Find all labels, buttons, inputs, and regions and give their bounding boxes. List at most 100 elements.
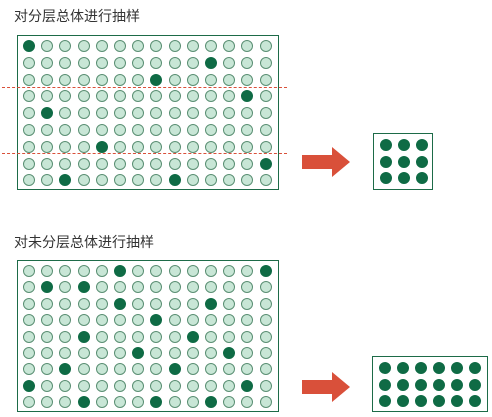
sampled-unit-dot bbox=[415, 362, 427, 374]
sampled-unit-dot bbox=[380, 155, 392, 168]
sampled-unit-dot bbox=[380, 172, 392, 184]
population-unit-dot bbox=[186, 281, 199, 294]
population-unit-dot bbox=[150, 107, 163, 120]
population-unit-dot bbox=[77, 174, 90, 187]
population-unit-dot bbox=[241, 140, 254, 153]
selected-unit-dot bbox=[132, 347, 145, 359]
population-unit-dot bbox=[132, 396, 145, 409]
population-unit-dot bbox=[150, 140, 163, 153]
sampled-unit-dot bbox=[451, 362, 463, 374]
population-unit-dot bbox=[95, 73, 108, 86]
population-unit-dot bbox=[168, 107, 181, 120]
population-unit-dot bbox=[95, 347, 108, 359]
population-unit-dot bbox=[205, 347, 217, 359]
population-unit-dot bbox=[259, 396, 272, 409]
selected-unit-dot bbox=[41, 281, 54, 294]
population-unit-dot bbox=[186, 347, 199, 359]
population-unit-dot bbox=[259, 40, 272, 52]
population-unit-dot bbox=[41, 363, 54, 376]
selected-unit-dot bbox=[23, 379, 35, 392]
population-unit-dot bbox=[132, 107, 145, 120]
population-unit-dot bbox=[205, 265, 217, 277]
population-unit-dot bbox=[241, 297, 254, 310]
population-unit-dot bbox=[259, 107, 272, 120]
population-unit-dot bbox=[132, 265, 145, 277]
selected-unit-dot bbox=[41, 107, 54, 120]
population-unit-dot bbox=[77, 265, 90, 277]
population-unit-dot bbox=[41, 140, 54, 153]
population-unit-dot bbox=[132, 140, 145, 153]
population-unit-dot bbox=[223, 297, 236, 310]
population-unit-dot bbox=[168, 347, 181, 359]
selected-unit-dot bbox=[186, 330, 199, 343]
population-unit-dot bbox=[95, 265, 108, 277]
population-unit-dot bbox=[23, 124, 35, 136]
selected-unit-dot bbox=[77, 330, 90, 343]
population-unit-dot bbox=[77, 107, 90, 120]
population-unit-dot bbox=[223, 124, 236, 136]
population-unit-dot bbox=[95, 107, 108, 120]
population-unit-dot bbox=[132, 174, 145, 187]
population-unit-dot bbox=[259, 363, 272, 376]
population-unit-dot bbox=[241, 56, 254, 69]
population-unit-dot bbox=[59, 297, 72, 310]
population-unit-dot bbox=[168, 314, 181, 327]
population-unit-dot bbox=[23, 281, 35, 294]
population-unit-dot bbox=[205, 330, 217, 343]
selected-unit-dot bbox=[114, 297, 126, 310]
population-unit-dot bbox=[241, 40, 254, 52]
population-unit-dot bbox=[150, 363, 163, 376]
population-unit-dot bbox=[150, 157, 163, 170]
sampled-unit-dot bbox=[433, 378, 445, 391]
selected-unit-dot bbox=[241, 90, 254, 103]
population-unit-dot bbox=[186, 265, 199, 277]
population-unit-dot bbox=[259, 281, 272, 294]
population-unit-dot bbox=[241, 396, 254, 409]
population-unit-dot bbox=[186, 40, 199, 52]
population-unit-dot bbox=[223, 107, 236, 120]
population-unit-dot bbox=[95, 363, 108, 376]
sampled-unit-dot bbox=[397, 362, 409, 374]
selected-unit-dot bbox=[77, 396, 90, 409]
population-unit-dot bbox=[205, 140, 217, 153]
population-unit-dot bbox=[95, 90, 108, 103]
population-unit-dot bbox=[114, 124, 126, 136]
population-unit-dot bbox=[23, 56, 35, 69]
population-unit-dot bbox=[259, 330, 272, 343]
population-unit-dot bbox=[77, 363, 90, 376]
stratum-boundary-top bbox=[2, 87, 287, 88]
selected-unit-dot bbox=[205, 297, 217, 310]
population-unit-dot bbox=[132, 379, 145, 392]
population-unit-dot bbox=[95, 174, 108, 187]
population-unit-dot bbox=[223, 363, 236, 376]
population-unit-dot bbox=[223, 56, 236, 69]
sampled-unit-dot bbox=[379, 362, 391, 374]
sampled-unit-dot bbox=[451, 378, 463, 391]
population-unit-dot bbox=[168, 396, 181, 409]
sampled-unit-dot bbox=[469, 378, 481, 391]
population-unit-dot bbox=[41, 347, 54, 359]
population-unit-dot bbox=[223, 314, 236, 327]
population-unit-dot bbox=[186, 90, 199, 103]
population-unit-dot bbox=[41, 314, 54, 327]
population-unit-dot bbox=[77, 40, 90, 52]
selected-unit-dot bbox=[205, 56, 217, 69]
population-unit-dot bbox=[241, 265, 254, 277]
population-unit-dot bbox=[186, 73, 199, 86]
population-unit-dot bbox=[95, 379, 108, 392]
population-unit-dot bbox=[114, 107, 126, 120]
population-unit-dot bbox=[95, 281, 108, 294]
sampled-unit-dot bbox=[379, 395, 391, 407]
population-unit-dot bbox=[59, 314, 72, 327]
population-unit-dot bbox=[259, 174, 272, 187]
population-unit-dot bbox=[114, 73, 126, 86]
population-unit-dot bbox=[41, 124, 54, 136]
population-unit-dot bbox=[59, 347, 72, 359]
population-unit-dot bbox=[59, 265, 72, 277]
selected-unit-dot bbox=[95, 140, 108, 153]
population-unit-dot bbox=[241, 174, 254, 187]
population-unit-dot bbox=[186, 174, 199, 187]
selected-unit-dot bbox=[241, 379, 254, 392]
population-unit-dot bbox=[259, 56, 272, 69]
population-unit-dot bbox=[186, 297, 199, 310]
